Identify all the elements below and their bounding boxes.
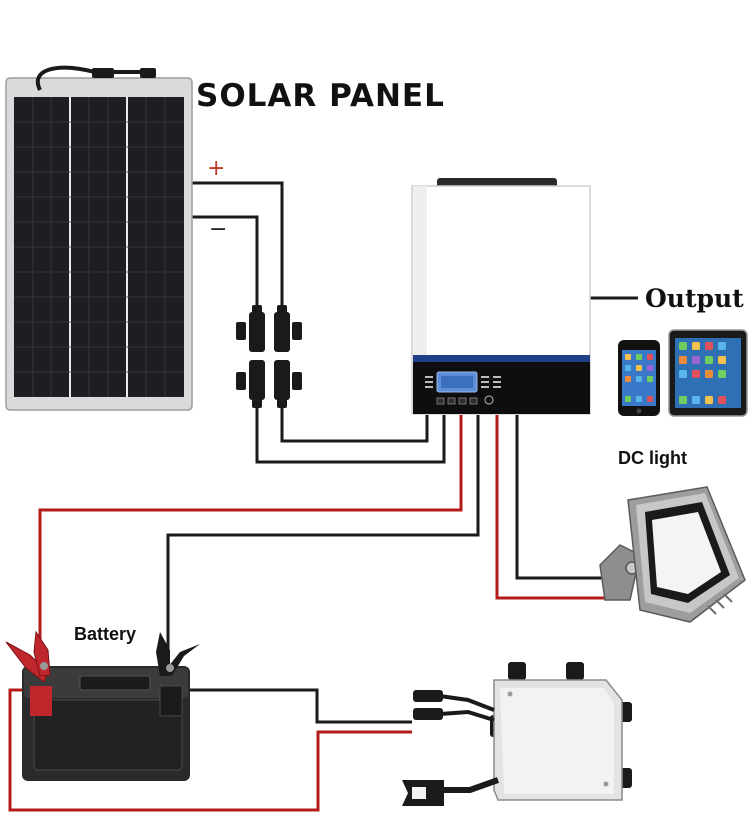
- dc-light-negative-wire: [515, 415, 608, 580]
- pv-input-wire-2: [255, 405, 446, 464]
- smartphone-icon: [618, 340, 660, 416]
- positive-sign: +: [207, 156, 225, 181]
- negative-sign: −: [209, 217, 227, 242]
- battery-micro-positive-wire: [8, 688, 412, 812]
- inverter-icon: [411, 178, 591, 415]
- wires: [8, 181, 638, 812]
- panel-positive-wire: [192, 181, 284, 312]
- battery-micro-negative-wire: [178, 688, 412, 724]
- dc-light-positive-wire: [495, 415, 608, 600]
- panel-negative-wire: [192, 215, 259, 312]
- output-label: Output: [645, 284, 744, 313]
- tablet-icon: [668, 329, 748, 417]
- battery-positive-wire: [38, 415, 463, 650]
- battery-label: Battery: [74, 624, 136, 644]
- battery-icon: [22, 666, 190, 781]
- floodlight-icon: [599, 486, 746, 623]
- solar-panel-icon: [5, 65, 193, 411]
- solar-panel-label: SOLAR PANEL: [196, 78, 445, 114]
- alligator-clip-icon: [5, 630, 200, 683]
- mc4-connector-icon: [236, 305, 302, 408]
- pv-input-wire-1: [280, 405, 429, 443]
- microinverter-icon: [402, 662, 632, 806]
- dc-light-label: DC light: [618, 448, 687, 468]
- battery-negative-wire: [166, 415, 480, 650]
